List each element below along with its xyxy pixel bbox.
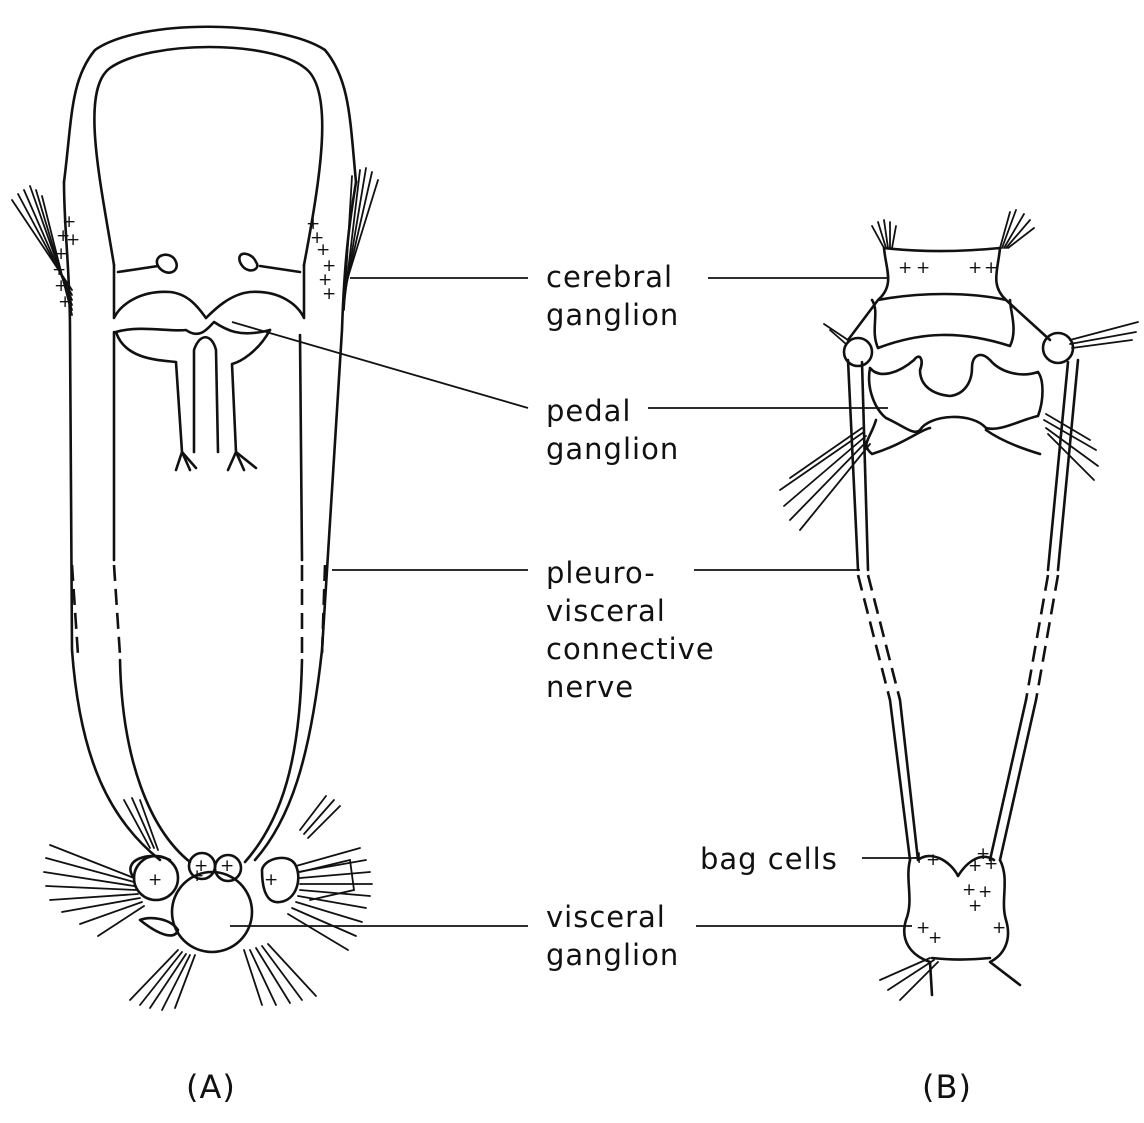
label-line: pedal	[546, 392, 679, 430]
panel-a-cerebral-right-inner	[206, 265, 304, 318]
marker-plus: +	[968, 260, 982, 277]
label-cerebral-ganglion: cerebral ganglion	[546, 258, 679, 334]
panel-b-connective-right	[990, 360, 1078, 860]
panel-a-connective-left-dash	[114, 565, 120, 655]
panel-a-pedal-right-lobe	[228, 330, 270, 470]
panel-a-cerebral-right	[255, 182, 356, 860]
label-line: connective	[546, 630, 715, 668]
panel-a-ring-inner	[94, 47, 322, 265]
panel-a-statocyst-right	[239, 254, 300, 272]
marker-plus: +	[220, 858, 234, 875]
marker-plus: +	[928, 930, 942, 947]
panel-b-pedal-ganglion	[869, 355, 1042, 432]
panel-label-b: (B)	[922, 1068, 972, 1106]
marker-plus: +	[968, 858, 982, 875]
panel-b-connective-left-dash	[858, 575, 900, 700]
panel-b-connective-right-dash	[1026, 575, 1058, 700]
marker-plus: +	[926, 852, 940, 869]
panel-a-visceral-ganglion	[172, 872, 252, 952]
marker-plus: +	[984, 260, 998, 277]
label-line: visceral	[546, 898, 679, 936]
panel-a-cerebral-nerves-right	[344, 168, 378, 310]
label-visceral-ganglion: visceral ganglion	[546, 898, 679, 974]
leader-pedal-a	[232, 322, 528, 408]
marker-plus: +	[898, 260, 912, 277]
label-pedal-ganglion: pedal ganglion	[546, 392, 679, 468]
label-line: cerebral	[546, 258, 679, 296]
panel-a-cerebral-left	[64, 182, 160, 860]
panel-b-pleural-right	[1043, 333, 1073, 363]
panel-a-ring-outer	[64, 27, 356, 182]
panel-a-cerebral-left-inner	[114, 265, 206, 318]
panel-a-pedal-center	[194, 337, 218, 452]
panel-b-cerebral-nerves	[780, 210, 1138, 530]
marker-plus: +	[968, 898, 982, 915]
marker-plus: +	[264, 872, 278, 889]
panel-a-visceral-nerves-right	[244, 796, 372, 1005]
marker-plus: +	[148, 872, 162, 889]
panel-b-cerebral-ganglion	[848, 248, 1050, 340]
label-bag-cells: bag cells	[700, 840, 838, 878]
label-line: nerve	[546, 668, 715, 706]
panel-b-cerebral-inner	[872, 300, 1014, 348]
marker-plus: +	[322, 286, 336, 303]
panel-a-pedal-left-lobe	[116, 332, 196, 470]
label-line: pleuro-	[546, 554, 715, 592]
label-pleurovisceral-connective-nerve: pleuro- visceral connective nerve	[546, 554, 715, 706]
panel-a-pedal-ganglion	[116, 322, 270, 334]
marker-plus: +	[912, 850, 926, 867]
label-line: ganglion	[546, 430, 679, 468]
marker-plus: +	[992, 920, 1006, 937]
marker-plus: +	[984, 856, 998, 873]
label-line: ganglion	[546, 936, 679, 974]
panel-a-connective-right-inner	[245, 335, 302, 862]
label-line: ganglion	[546, 296, 679, 334]
panel-a-statocyst-left	[118, 255, 177, 273]
label-line: visceral	[546, 592, 715, 630]
panel-label-a: (A)	[186, 1068, 236, 1106]
marker-plus: +	[916, 260, 930, 277]
marker-plus: +	[58, 294, 72, 311]
panel-b-drawing	[780, 210, 1138, 1000]
marker-plus: +	[190, 868, 204, 885]
